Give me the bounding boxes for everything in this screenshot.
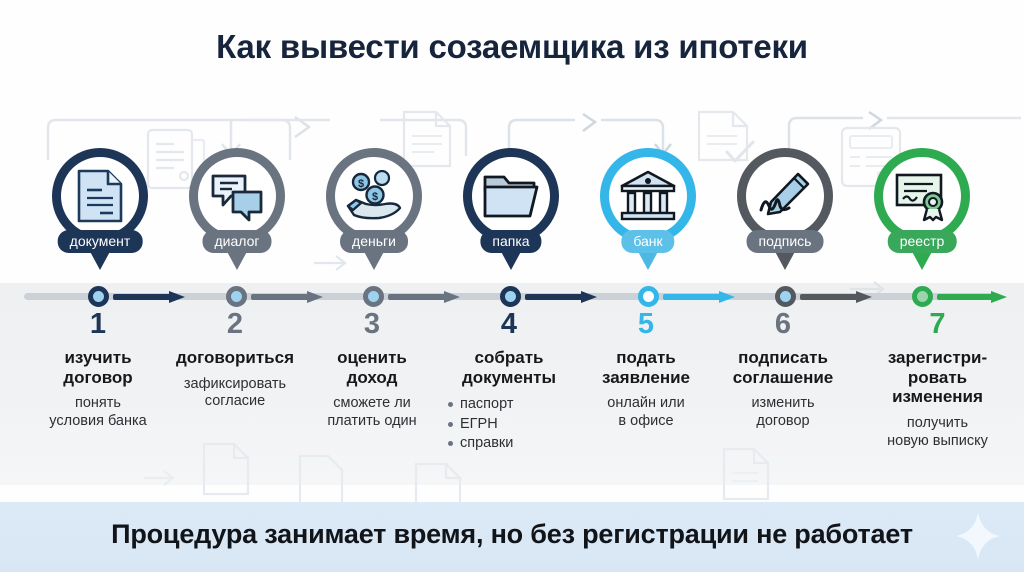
step-subtext-1: понять условия банка — [49, 395, 147, 429]
list-item: ЕГРН — [448, 415, 584, 434]
step-icon-ring-4 — [463, 148, 559, 244]
step-number-1: 1 — [89, 308, 107, 340]
step-detail-6: 6 подписать соглашение изменить договор — [708, 310, 858, 430]
step-detail-5: 5 подать заявление онлайн или в офисе — [571, 310, 721, 430]
background-band-gray — [0, 283, 1024, 485]
timeline-arrow-2 — [251, 291, 323, 303]
step-icon-ring-6 — [737, 148, 833, 244]
timeline-dot-1[interactable] — [88, 286, 109, 307]
step-heading-3: оценить доход — [337, 348, 407, 387]
hand-coins-icon: $ $ — [345, 170, 403, 222]
bank-icon — [619, 169, 677, 223]
step-number-5: 5 — [637, 308, 655, 340]
timeline-dot-5[interactable] — [638, 286, 659, 307]
svg-text:$: $ — [372, 191, 378, 203]
step-detail-3: 3 оценить доход сможете ли платить один — [297, 310, 447, 430]
step-detail-2: 2 договориться зафиксировать согласие — [160, 310, 310, 411]
timeline-dot-6[interactable] — [775, 286, 796, 307]
signature-pen-icon — [756, 168, 814, 224]
step-pill-label-6: подпись — [746, 230, 824, 253]
timeline-arrow-3 — [388, 291, 460, 303]
step-number-7: 7 — [929, 308, 946, 340]
step-pill-label-5: банк — [621, 230, 675, 253]
timeline-dot-7[interactable] — [912, 286, 933, 307]
folder-icon — [482, 171, 540, 221]
step-heading-6: подписать соглашение — [732, 348, 834, 387]
timeline-arrow-7 — [937, 291, 1007, 303]
step-heading-5: подать заявление — [601, 348, 691, 387]
step-number-4: 4 — [500, 308, 518, 340]
certificate-icon — [893, 170, 951, 222]
step-subtext-3: сможете ли платить один — [327, 395, 417, 429]
page-title: Как вывести созаемщика из ипотеки — [216, 28, 808, 65]
step-pill-label-1: документ — [57, 230, 143, 253]
timeline-dot-4[interactable] — [500, 286, 521, 307]
step-detail-4: 4 собрать документы паспорт ЕГРН справки — [434, 310, 584, 453]
step-badges-row: документ диалог — [0, 0, 1024, 283]
list-item: паспорт — [448, 395, 584, 414]
step-subtext-6: изменить договор — [751, 395, 815, 429]
step-pill-label-7: реестр — [887, 230, 957, 253]
step-subtext-2: зафиксировать согласие — [183, 375, 287, 410]
step-number-6: 6 — [774, 308, 792, 340]
step-heading-4: собрать документы — [461, 348, 557, 387]
timeline-dot-3[interactable] — [363, 286, 384, 307]
step-subtext-5: онлайн или в офисе — [607, 395, 685, 429]
step-subtext-7: получить новую выписку — [887, 415, 988, 449]
step-icon-ring-1 — [52, 148, 148, 244]
step-heading-2: договориться — [175, 348, 294, 367]
timeline-dot-2[interactable] — [226, 286, 247, 307]
step-bullet-list-4: паспорт ЕГРН справки — [434, 395, 584, 452]
step-detail-1: 1 изучить договор понять условия банка — [23, 310, 173, 430]
document-icon — [74, 168, 126, 224]
step-pill-label-2: диалог — [202, 230, 272, 253]
bottom-banner — [0, 502, 1024, 572]
progress-timeline — [0, 283, 1024, 313]
sparkle-icon — [950, 508, 1006, 569]
chat-bubbles-icon — [209, 170, 265, 222]
svg-text:$: $ — [358, 178, 364, 190]
step-pill-label-3: деньги — [340, 230, 408, 253]
step-number-2: 2 — [226, 308, 244, 340]
timeline-arrow-4 — [525, 291, 597, 303]
step-heading-7: зарегистри- ровать изменения — [887, 348, 988, 407]
step-number-3: 3 — [363, 308, 381, 340]
timeline-arrow-6 — [800, 291, 872, 303]
step-heading-1: изучить договор — [63, 348, 133, 387]
timeline-arrow-5 — [663, 291, 735, 303]
step-pill-label-4: папка — [480, 230, 542, 253]
banner-text: Процедура занимает время, но без регистр… — [111, 519, 913, 549]
step-detail-7: 7 зарегистри- ровать изменения получить … — [855, 310, 1020, 450]
list-item: справки — [448, 434, 584, 453]
timeline-arrow-1 — [113, 291, 185, 303]
